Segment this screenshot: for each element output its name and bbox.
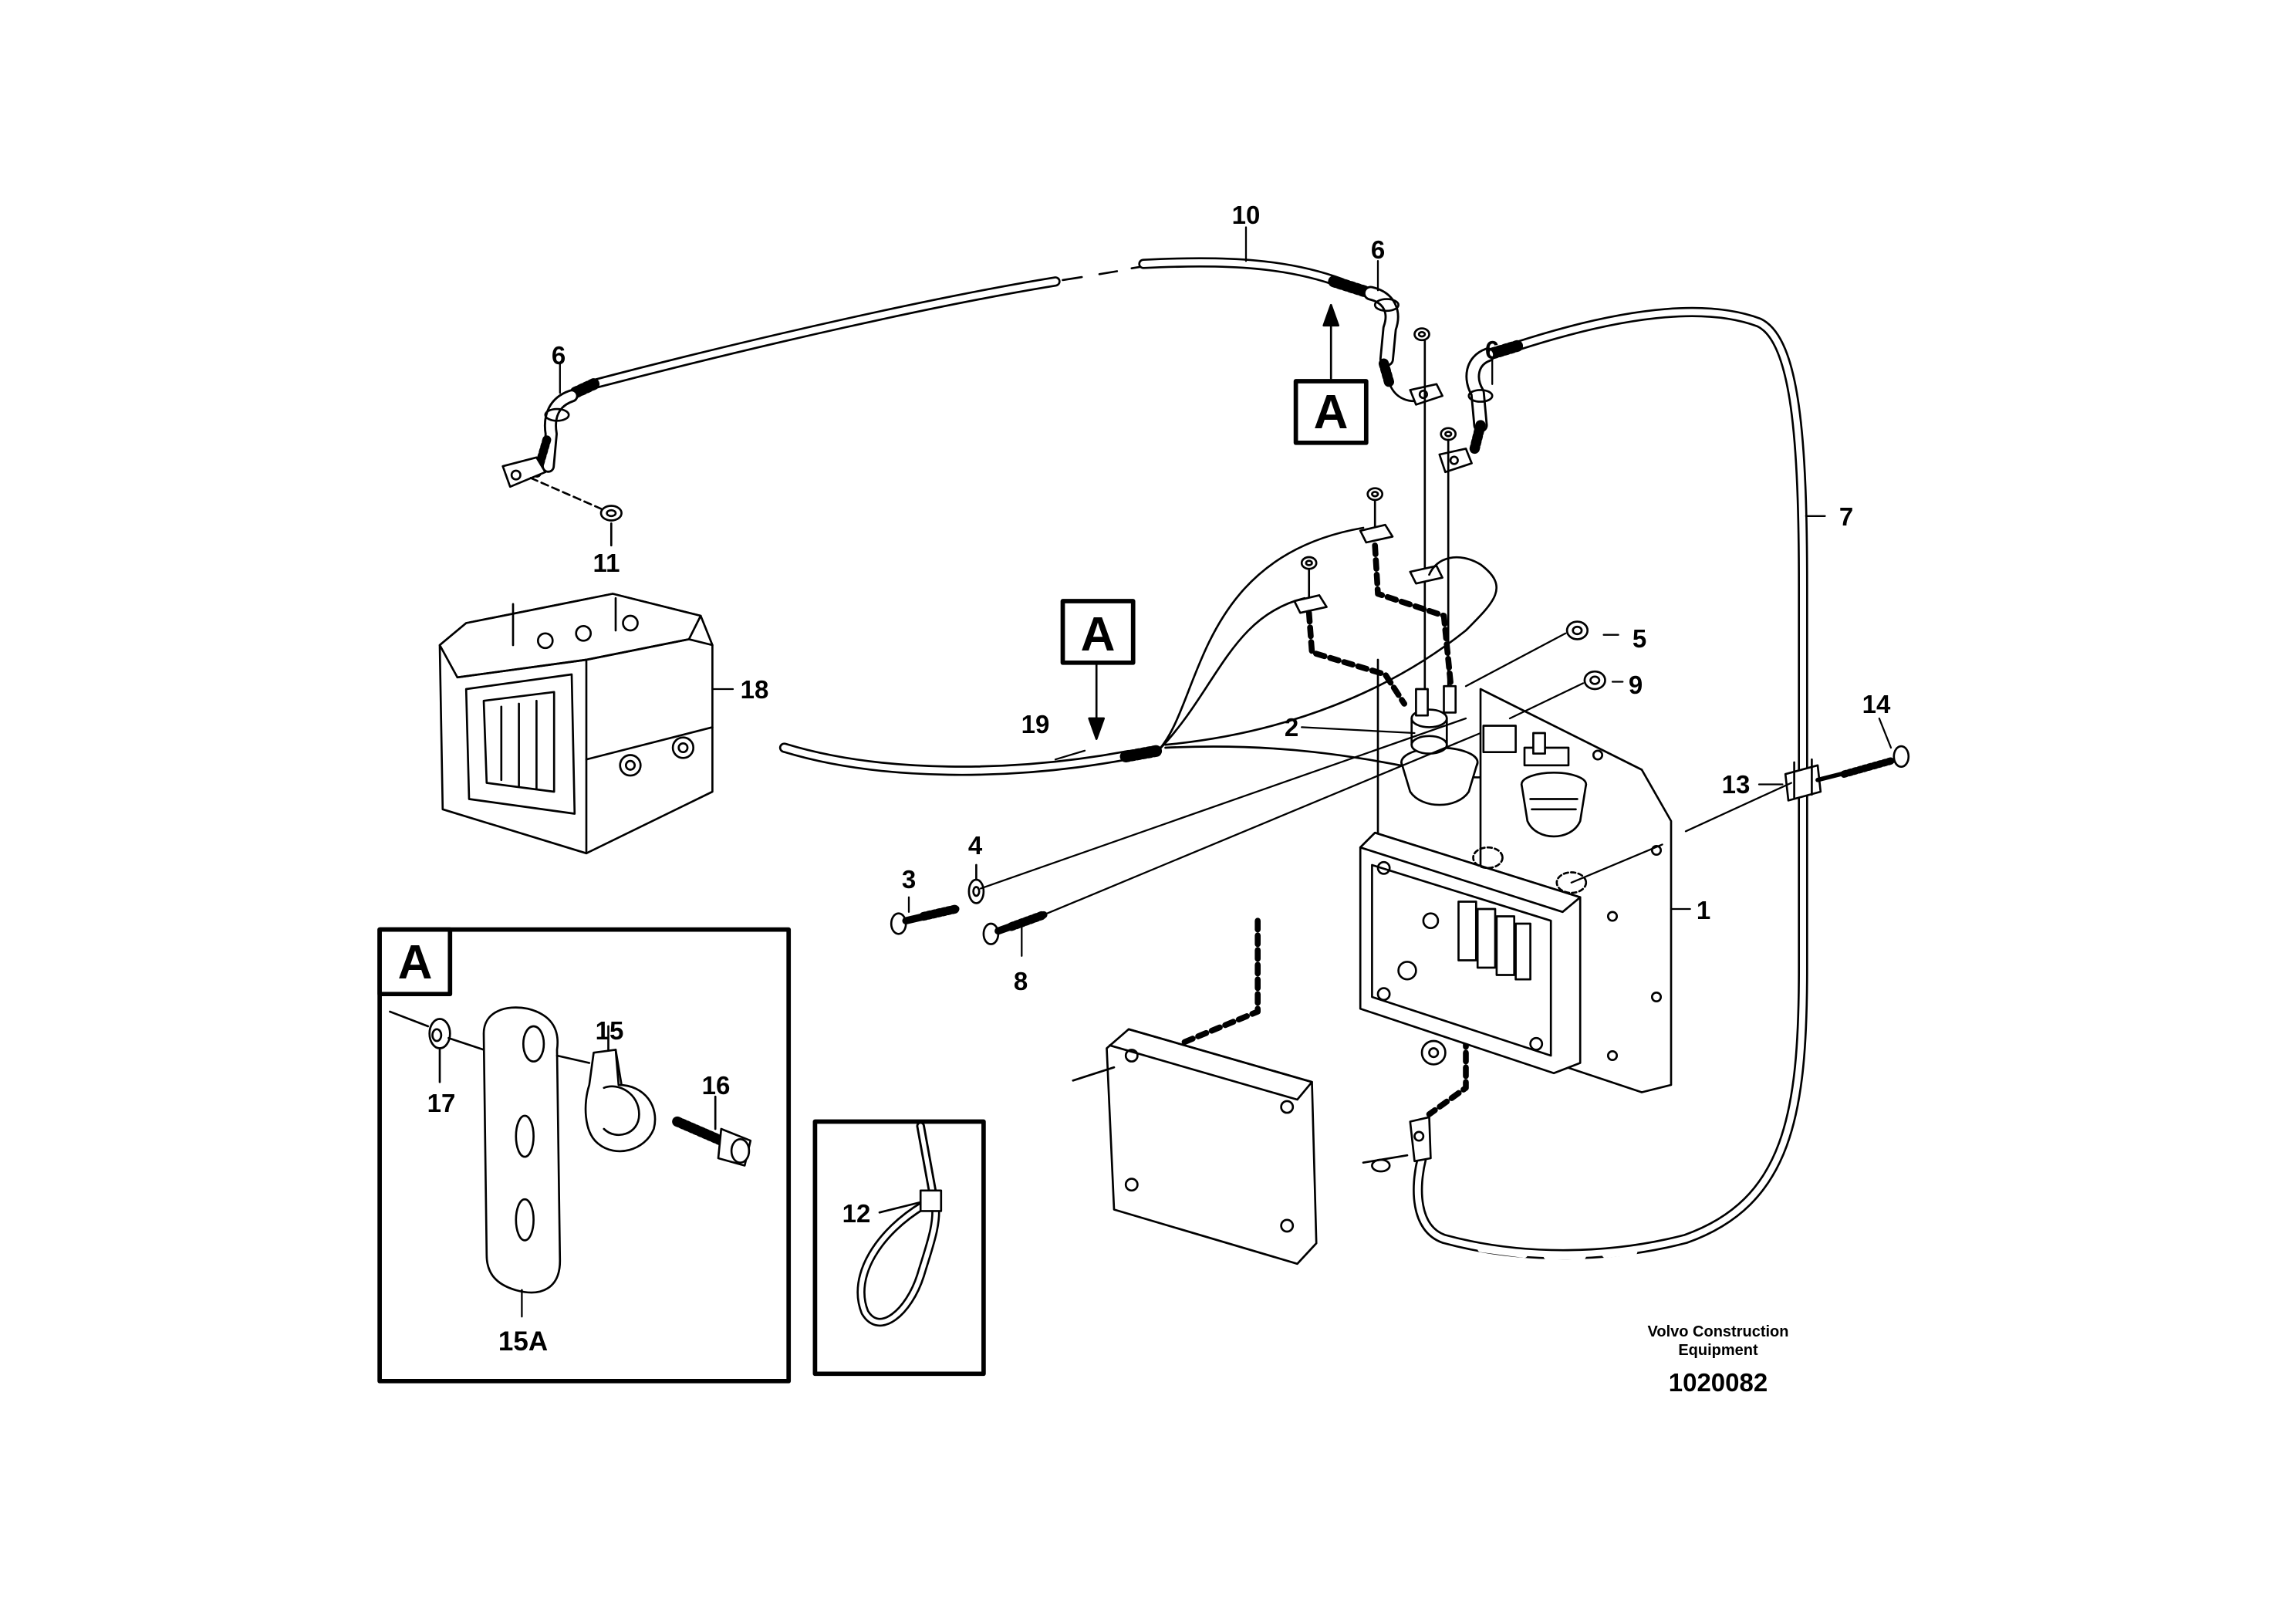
fitting-6-left — [501, 378, 600, 488]
harness-19 — [778, 526, 1548, 779]
detail-flag-a-top: A — [1314, 386, 1349, 439]
box-cover — [1072, 1028, 1318, 1265]
flag-arrows — [1088, 303, 1340, 740]
callout-18: 18 — [741, 675, 769, 704]
relay-right — [1482, 725, 1588, 838]
nut-9 — [1583, 670, 1606, 691]
brand-line-1: Volvo Construction — [1648, 1323, 1789, 1340]
leader-lines — [979, 632, 1792, 916]
cable-7 — [1413, 306, 1808, 1260]
footer: Volvo Construction Equipment 1020082 — [1648, 1323, 1789, 1397]
fitting-6-right — [1438, 340, 1524, 474]
bolt-3 — [890, 904, 961, 935]
detail-flag-top — [1293, 379, 1369, 445]
cable-10 — [588, 257, 1377, 390]
detail-flag-a-inset: A — [398, 936, 433, 989]
callout-9: 9 — [1629, 671, 1643, 699]
drawing-number: 1020082 — [1669, 1368, 1768, 1397]
inset-12-frame — [812, 1119, 986, 1377]
callout-15a: 15A — [498, 1326, 548, 1357]
callout-3: 3 — [902, 865, 916, 894]
callout-6: 6 — [1371, 235, 1385, 264]
callout-4: 4 — [968, 831, 983, 860]
studs — [1293, 339, 1450, 691]
callout-ticks — [521, 226, 1893, 1318]
callout-15: 15 — [596, 1016, 624, 1045]
detail-flag-labels: A A A — [398, 386, 1349, 989]
bolt-8 — [982, 910, 1048, 945]
callout-12: 12 — [842, 1199, 871, 1228]
screw-16 — [672, 1095, 752, 1167]
callout-14: 14 — [1862, 690, 1891, 718]
callout-11: 11 — [593, 549, 620, 577]
washer-4 — [967, 863, 985, 904]
callout-5: 5 — [1633, 624, 1646, 653]
nut-5 — [1565, 620, 1589, 640]
washer-17 — [389, 1010, 485, 1083]
callout-7: 7 — [1839, 502, 1853, 531]
detail-flag-mid — [1060, 599, 1136, 665]
clamp-15 — [584, 1025, 657, 1153]
callout-6: 6 — [1485, 336, 1499, 364]
callout-8: 8 — [1014, 967, 1028, 995]
ground-lug — [1362, 1116, 1432, 1173]
bracket-15a — [482, 1006, 591, 1294]
callout-16: 16 — [702, 1071, 731, 1100]
relay-left — [1400, 684, 1479, 806]
callout-1: 1 — [1697, 896, 1710, 924]
screw-14 — [1815, 745, 1910, 782]
brand-line-2: Equipment — [1678, 1342, 1758, 1359]
nut-11 — [529, 477, 623, 547]
callout-13: 13 — [1722, 770, 1751, 799]
cable-tie-12 — [856, 1121, 943, 1327]
dashed-leads — [1177, 542, 1469, 1117]
callout-17: 17 — [427, 1089, 456, 1117]
fitting-6-center — [1363, 286, 1443, 406]
callout-2: 2 — [1285, 713, 1298, 742]
junction-box — [1359, 831, 1588, 1075]
callout-19: 19 — [1021, 710, 1050, 738]
callout-6: 6 — [552, 341, 566, 370]
callout-10: 10 — [1232, 201, 1261, 229]
callout-labels: 10 6 6 6 7 11 5 9 18 19 2 14 13 4 3 1 8 … — [427, 201, 1891, 1357]
detail-flag-a-mid: A — [1081, 608, 1116, 661]
connector-block-18 — [438, 593, 714, 855]
clamp-13 — [1784, 758, 1822, 802]
